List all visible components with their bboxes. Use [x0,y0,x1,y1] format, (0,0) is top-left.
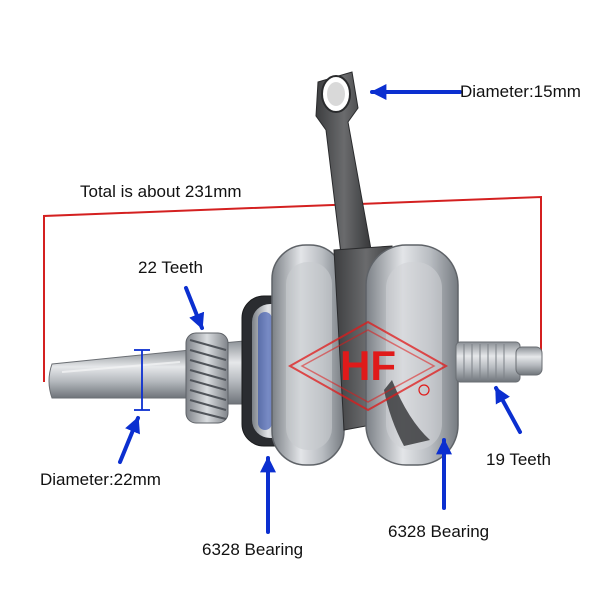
shaft-diameter-marker [134,349,150,411]
label-right-teeth: 19 Teeth [486,450,551,469]
arrow-shaft-diameter [118,416,140,464]
arrow-left-teeth [184,286,205,330]
label-right-bearing: 6328 Bearing [388,522,490,541]
label-total-length: Total is about 231mm [80,182,242,201]
right-shaft [455,341,543,383]
arrow-right-teeth [494,386,522,434]
label-left-teeth: 22 Teeth [138,258,203,277]
label-left-bearing: 6328 Bearing [202,540,304,559]
label-rod-diameter: Diameter:15mm [460,82,581,101]
hf-logo: HF [287,320,449,412]
label-shaft-diameter: Diameter:22mm [40,470,161,489]
left-gear [185,332,229,424]
length-frame [43,195,542,382]
svg-text:HF: HF [340,342,396,389]
